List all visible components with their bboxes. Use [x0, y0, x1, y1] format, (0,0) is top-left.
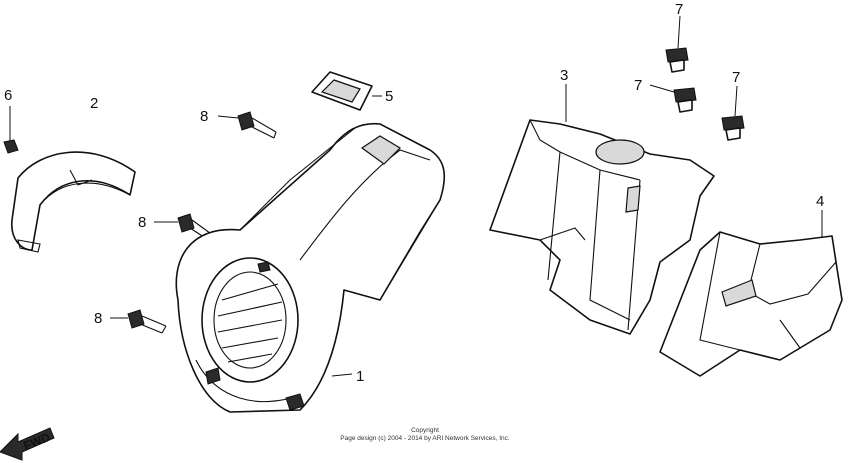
callout-8-top: 8 — [200, 108, 208, 125]
copyright-line-2: Page design (c) 2004 - 2014 by ARI Netwo… — [340, 435, 510, 442]
part-8-bolt-bottom — [110, 309, 167, 334]
part-5-seal — [311, 71, 382, 111]
callout-8-middle: 8 — [138, 214, 146, 231]
copyright-notice: Copyright Page design (c) 2004 - 2014 by… — [300, 427, 550, 443]
callout-7-middle: 7 — [634, 77, 642, 94]
fwd-direction-arrow: FWD — [0, 427, 55, 461]
part-7-bolt-top — [665, 15, 689, 73]
part-6-screw — [3, 106, 19, 154]
part-7-bolt-middle — [649, 84, 697, 113]
callout-6: 6 — [4, 87, 12, 104]
part-8-bolt-top — [217, 111, 277, 139]
part-4-cover-plate — [659, 210, 843, 377]
callout-5: 5 — [385, 88, 393, 105]
callout-2: 2 — [90, 95, 98, 112]
callout-3: 3 — [560, 67, 568, 84]
callout-7-top: 7 — [675, 1, 683, 18]
callout-1: 1 — [356, 368, 364, 385]
part-1-fan-cover — [175, 122, 446, 413]
callout-8-bottom: 8 — [94, 310, 102, 327]
callout-4: 4 — [816, 193, 824, 210]
copyright-line-1: Copyright — [411, 427, 439, 434]
fwd-label: FWD — [21, 430, 52, 453]
part-3-shroud — [489, 84, 715, 335]
callout-7-right: 7 — [732, 69, 740, 86]
part-2-cover — [11, 151, 136, 253]
part-7-bolt-right — [721, 85, 745, 141]
